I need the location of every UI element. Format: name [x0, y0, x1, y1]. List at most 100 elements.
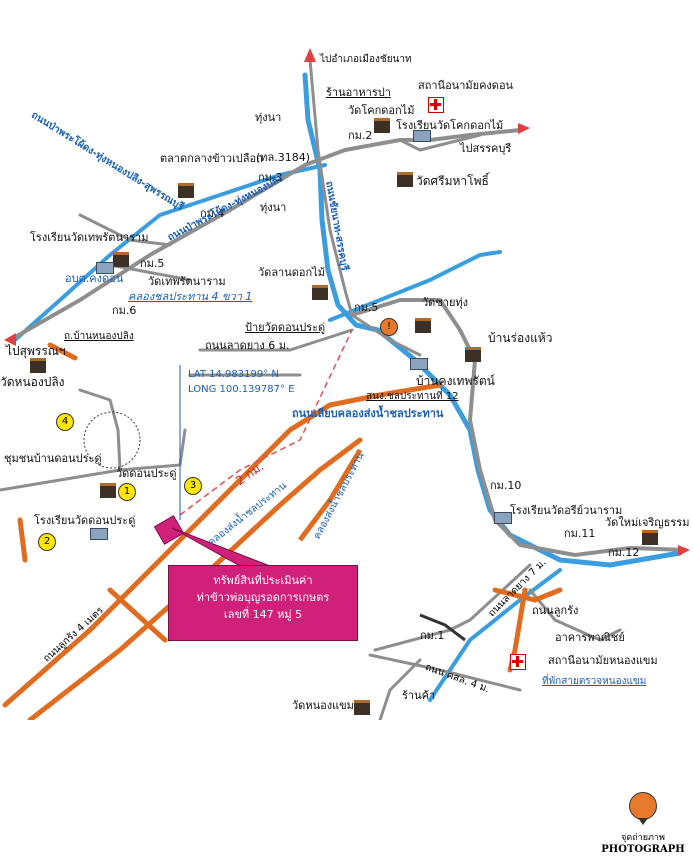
- label-km3: กม.3: [258, 171, 283, 184]
- road-chon: [368, 653, 522, 692]
- subject-site: [153, 515, 185, 545]
- east-canal: [328, 250, 502, 322]
- temple-icon: [113, 252, 129, 267]
- canal-road-parallel: [27, 437, 363, 720]
- label-health-nong-khaem: สถานีอนามัยหนองแขม: [548, 654, 658, 667]
- label-rice-market: ตลาดกลางข้าวเปลือก: [160, 152, 263, 165]
- label-wat-nong-khaem: วัดหนองแขม: [292, 699, 354, 712]
- school-icon: [90, 528, 108, 540]
- legend-thai: จุดถ่ายภาพ: [621, 833, 665, 843]
- label-shop: ร้านค้า: [402, 689, 436, 702]
- school-icon: [96, 262, 114, 274]
- road-lugrang-top: [492, 587, 563, 603]
- road-layer: [0, 58, 687, 720]
- label-canal-4: คลองชลประทาน 4 ขวา 1: [128, 290, 253, 303]
- dark-road: [419, 613, 466, 642]
- left-canal: [13, 163, 327, 342]
- label-dirt-road-2: ถนนลูกรัง: [532, 604, 579, 617]
- temple-icon: [178, 183, 194, 198]
- coordinate-box: LAT 14.983199° N LONG 100.139787° E: [188, 368, 294, 397]
- label-wat-sri-maha-pho: วัดศรีมหาโพธิ์: [416, 174, 489, 188]
- road-north-right: [343, 138, 402, 152]
- east-arrow: [518, 123, 530, 134]
- label-road-3184: (ทล.3184): [256, 151, 311, 164]
- road-km5: [350, 313, 422, 357]
- label-wat-thep: วัดเทพรัตนาราม: [148, 275, 226, 288]
- highway-3184: [8, 128, 522, 342]
- canal-road: [2, 382, 443, 708]
- west-arrow: [4, 333, 16, 346]
- label-obt-kongdon: อบต.คงดอน: [65, 272, 124, 285]
- label-police-box: ที่พักสายตรวจหนองแขม: [542, 676, 647, 687]
- temple-icon: [642, 530, 658, 545]
- temple-icon: [312, 285, 328, 300]
- east-arrow-2: [678, 545, 690, 556]
- label-to-sanburi: ไปสรรคบุรี: [460, 142, 512, 155]
- road-6m: [198, 328, 354, 352]
- label-km12: กม.12: [608, 546, 640, 559]
- road-community: [78, 388, 122, 472]
- label-irrigation-office: สนง.ชลประทานที่ 12: [366, 391, 459, 402]
- road-thep: [108, 263, 192, 282]
- label-km4: กม.4: [200, 207, 225, 220]
- road-4m-branch: [107, 587, 168, 643]
- label-paved-road: ถนนลาดยาง 6 ม.: [205, 339, 290, 352]
- road-shop: [378, 658, 422, 720]
- photo-marker-location: !: [380, 318, 398, 336]
- location-map: [0, 48, 690, 720]
- photo-marker-3: 3: [184, 477, 202, 495]
- photo-marker-4: 4: [56, 413, 74, 431]
- label-school-wat-thep: โรงเรียนวัดเทพรัตนาราม: [30, 231, 149, 244]
- label-thung-na-1: ทุ่งนา: [255, 111, 282, 124]
- label-to-chainat: ไปอำเภอเมืองชัยนาท: [320, 54, 412, 65]
- label-school-don-pradu: โรงเรียนวัดดอนประดู่: [34, 514, 136, 527]
- callout-line-1: ทรัพย์สินที่ประเมินค่า: [213, 574, 313, 587]
- north-arrow: [304, 48, 316, 62]
- label-km10: กม.10: [490, 479, 522, 492]
- road-school-left: [78, 213, 172, 247]
- label-km2: กม.2: [348, 129, 373, 142]
- label-thung-na-2: ทุ่งนา: [260, 201, 287, 214]
- road-south-right: [528, 588, 622, 642]
- label-km1: กม.1: [420, 629, 445, 642]
- label-restaurant: ร้านอาหารปา: [326, 86, 391, 99]
- label-wat-khok-dok-mai: วัดโคกดอกไม้: [348, 104, 415, 117]
- label-canal-road: ถนนเลียบคลองส่งน้ำชลประทาน: [292, 407, 444, 420]
- school-icon: [410, 358, 428, 370]
- school-icon: [494, 512, 512, 524]
- callout-line-3: เลขที่ 147 หมู่ 5: [223, 608, 303, 622]
- temple-icon: [465, 347, 481, 362]
- label-community: ชุมชนบ้านดอนประดู่: [4, 452, 102, 465]
- hospital-icon: [428, 97, 444, 113]
- label-km5-right: กม.5: [354, 301, 379, 314]
- road-school-top: [398, 133, 482, 152]
- photo-marker-1: 1: [118, 483, 136, 501]
- hospital-icon: [510, 654, 526, 670]
- legend-english: PHOTOGRAPH: [601, 844, 685, 855]
- longitude: LONG 100.139787° E: [188, 383, 295, 395]
- distance-line: [179, 329, 353, 516]
- label-km5-left: กม.5: [140, 257, 165, 270]
- road-rong-haeo: [350, 298, 687, 557]
- callout-line-2: ท่าข้าวพ่อบุญรอดการเกษตร: [196, 591, 330, 605]
- canal-road-diag: [298, 448, 363, 542]
- road-2-left: [17, 517, 28, 563]
- photo-marker-2: 2: [38, 533, 56, 551]
- label-to-suphan: ไปสุพรรณฯ: [6, 344, 66, 358]
- community-circle: [83, 411, 141, 469]
- south-canal: [428, 568, 562, 702]
- subject-callout: ทรัพย์สินที่ประเมินค่า ท่าข้าวพ่อบุญรอดก…: [168, 565, 358, 641]
- label-ban-nong-pling: ถ.บ้านหนองปลิง: [64, 331, 134, 342]
- photo-legend: จุดถ่ายภาพ PHOTOGRAPH: [598, 792, 688, 855]
- latitude: LAT 14.983199° N: [188, 369, 279, 380]
- temple-icon: [415, 318, 431, 333]
- label-ban-kong-thep: บ้านคงเทพรัตน์: [416, 374, 495, 388]
- label-km11: กม.11: [564, 527, 596, 540]
- temple-icon: [100, 483, 116, 498]
- school-icon: [413, 130, 431, 142]
- label-ban-rong-haeo: บ้านร่องแห้ว: [488, 331, 553, 345]
- road-to-chainat: [308, 58, 354, 317]
- temple-icon: [30, 358, 46, 373]
- temple-icon: [354, 700, 370, 715]
- label-school-khok-dok-mai: โรงเรียนวัดโคกดอกไม้: [396, 119, 504, 132]
